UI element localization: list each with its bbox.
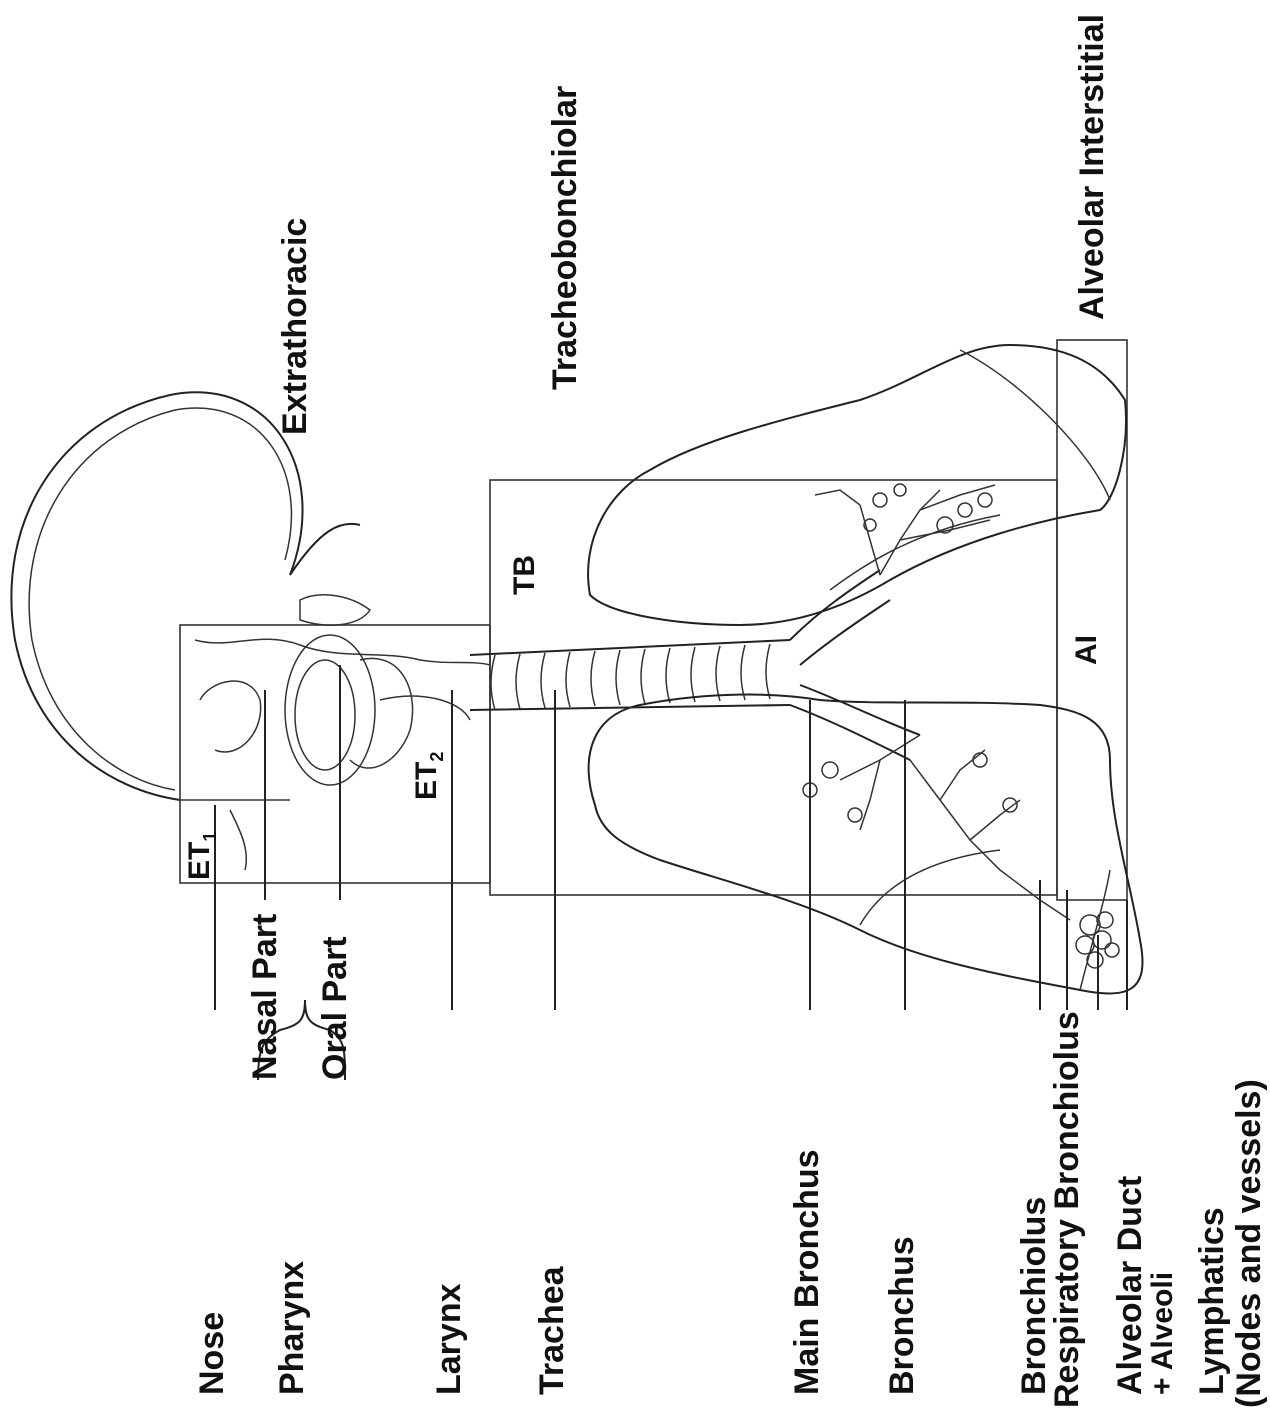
trachea-label: Trachea bbox=[535, 1266, 569, 1395]
extrathoracic-label: Extrathoracic bbox=[278, 218, 312, 435]
alveolar-interstitial-label: Alveolar Interstitial bbox=[1075, 14, 1109, 320]
head-outline bbox=[11, 392, 360, 800]
nasal-part-label: Nasal Part bbox=[248, 914, 282, 1080]
pharynx-label: Pharynx bbox=[275, 1261, 309, 1395]
lower-bronchial-tree bbox=[803, 735, 1070, 920]
ai-code: AI bbox=[1072, 635, 1102, 665]
main-bronchus-label: Main Bronchus bbox=[790, 1149, 824, 1395]
alveoli-label: + Alveoli bbox=[1148, 1272, 1178, 1395]
lower-lung bbox=[589, 695, 1143, 994]
bronchus-label: Bronchus bbox=[885, 1236, 919, 1395]
et1-code: ET1 bbox=[185, 832, 219, 880]
alveolar-duct-label: Alveolar Duct bbox=[1113, 1176, 1147, 1395]
respiratory-bronchiolus-label: Respiratory Bronchiolus bbox=[1050, 1011, 1084, 1408]
nose-label: Nose bbox=[195, 1312, 229, 1395]
bronchiolus-label: Bronchiolus bbox=[1017, 1197, 1051, 1395]
lymphatics-label: Lymphatics bbox=[1195, 1207, 1229, 1395]
nodes-vessels-label: (Nodes and vessels) bbox=[1232, 1079, 1266, 1408]
tracheobronchiolar-label: Tracheobonchiolar bbox=[548, 86, 582, 390]
upper-bronchial-tree bbox=[815, 484, 995, 575]
oral-part-label: Oral Part bbox=[318, 936, 352, 1080]
trachea-drawing bbox=[470, 640, 790, 710]
tb-code: TB bbox=[510, 555, 540, 595]
alveolar-interstitial-box bbox=[1057, 340, 1127, 900]
et2-code: ET2 bbox=[412, 752, 446, 800]
upper-lung bbox=[588, 345, 1126, 625]
larynx-label: Larynx bbox=[432, 1284, 466, 1396]
